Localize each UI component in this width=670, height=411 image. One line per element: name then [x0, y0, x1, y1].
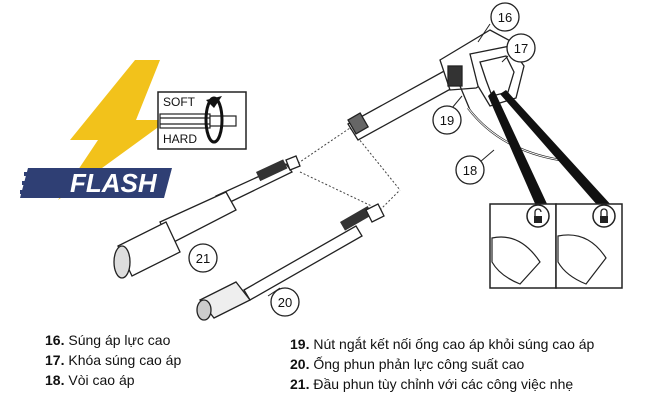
svg-text:16: 16	[498, 10, 512, 25]
guide-lines	[287, 127, 401, 211]
hose-highlight	[467, 107, 561, 161]
svg-text:18: 18	[463, 163, 477, 178]
unlock-icon	[534, 216, 542, 223]
svg-text:21: 21	[196, 251, 210, 266]
logo-wordmark: FLASH	[70, 168, 158, 198]
legend-item-20: 20. Ống phun phản lực công suất cao	[290, 356, 525, 372]
callout-19: 19	[432, 95, 463, 135]
lock-inset-locked	[555, 203, 623, 289]
pointer-wedge-left	[488, 90, 548, 206]
soft-label: SOFT	[163, 95, 196, 109]
power-lance	[196, 203, 385, 321]
legend-left: 16. Súng áp lực cao 17. Khóa súng cao áp…	[45, 330, 181, 390]
legend-item-18: 18. Vòi cao áp	[45, 372, 135, 388]
lock-inset-unlocked	[489, 203, 557, 289]
soft-hard-inset: SOFT HARD	[157, 91, 247, 150]
lock-icon	[600, 216, 608, 223]
adjustable-nozzle-lance	[113, 155, 301, 279]
callout-20: 20	[267, 287, 300, 317]
logo-bolt	[58, 60, 168, 200]
legend-item-16: 16. Súng áp lực cao	[45, 332, 171, 348]
flash-logo: FLASH	[20, 60, 172, 200]
hard-label: HARD	[163, 132, 197, 146]
legend-right: 19. Nút ngắt kết nối ống cao áp khỏi sún…	[290, 334, 594, 394]
callout-18: 18	[455, 149, 495, 185]
svg-text:17: 17	[514, 41, 528, 56]
high-pressure-gun	[347, 29, 525, 141]
svg-text:20: 20	[278, 295, 292, 310]
pointer-wedge-right	[500, 90, 612, 206]
rotate-arrowhead-icon	[206, 96, 222, 108]
svg-text:19: 19	[440, 113, 454, 128]
logo-speed-lines	[20, 172, 60, 194]
legend-item-19: 19. Nút ngắt kết nối ống cao áp khỏi sún…	[290, 336, 595, 352]
callout-21: 21	[188, 243, 218, 273]
legend-item-17: 17. Khóa súng cao áp	[45, 352, 182, 368]
callout-16: 16	[477, 2, 520, 43]
callout-17: 17	[501, 33, 536, 63]
legend-item-21: 21. Đầu phun tùy chỉnh với các công việc…	[290, 376, 574, 392]
inset-nozzle	[159, 113, 237, 129]
